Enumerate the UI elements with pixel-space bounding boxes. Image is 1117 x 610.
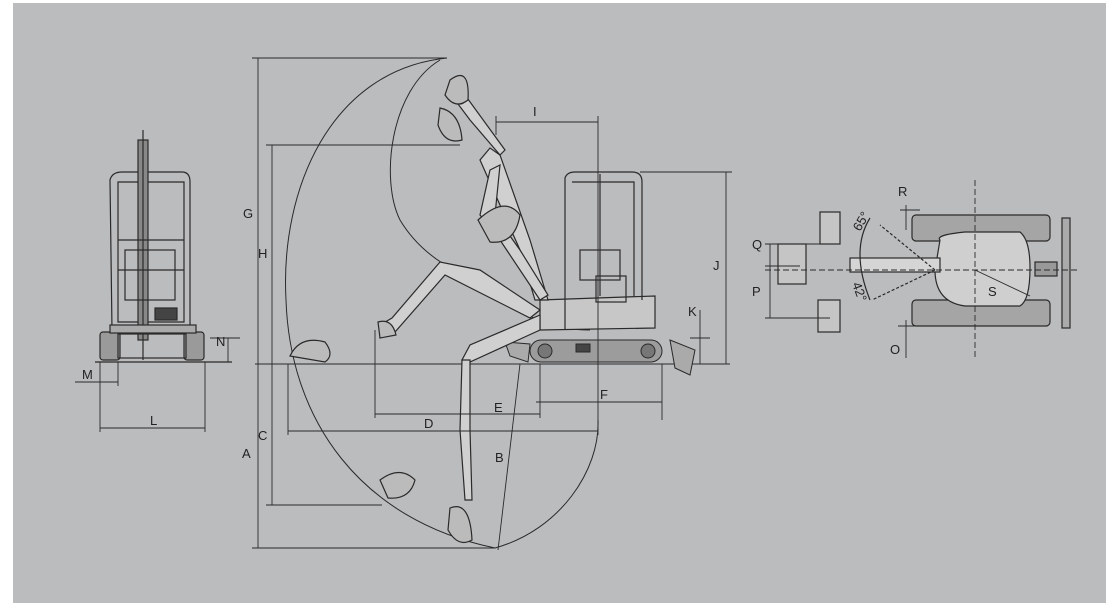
front-track-left xyxy=(99,331,121,361)
dim-label-N: N xyxy=(216,334,225,349)
front-view xyxy=(95,130,232,363)
side-dims xyxy=(252,57,732,551)
front-dims xyxy=(75,337,240,432)
front-blade-mark xyxy=(154,307,178,321)
side-blade xyxy=(504,341,531,363)
dim-label-J: J xyxy=(713,258,720,273)
dim-label-I: I xyxy=(533,104,537,119)
dim-label-L: L xyxy=(150,413,157,428)
dim-label-C: C xyxy=(258,428,267,443)
side-undercarriage xyxy=(529,339,663,363)
dim-label-F: F xyxy=(600,387,608,402)
dim-label-E: E xyxy=(494,400,503,415)
reach-envelope xyxy=(285,57,599,549)
top-dims xyxy=(765,180,1080,360)
front-blade xyxy=(109,324,197,334)
dim-label-S: S xyxy=(988,284,997,299)
rear-blade xyxy=(669,339,696,376)
side-body xyxy=(539,171,656,331)
boom-extended xyxy=(289,261,542,363)
dim-label-M: M xyxy=(82,367,93,382)
dim-label-O: O xyxy=(890,342,900,357)
angle-lower: 42° xyxy=(849,280,870,304)
front-cab-inner xyxy=(117,181,185,323)
dim-label-Q: Q xyxy=(752,237,762,252)
dim-label-P: P xyxy=(752,284,761,299)
top-view xyxy=(777,211,1071,333)
dim-label-K: K xyxy=(688,304,697,319)
dim-label-G: G xyxy=(243,206,253,221)
front-cab-outline xyxy=(109,171,191,331)
dim-label-H: H xyxy=(258,246,267,261)
boom-folded xyxy=(477,163,549,301)
dim-label-B: B xyxy=(495,450,504,465)
boom-down xyxy=(379,314,541,543)
dim-label-R: R xyxy=(898,184,907,199)
front-frame xyxy=(117,333,187,359)
dim-label-A: A xyxy=(242,446,251,461)
dim-label-D: D xyxy=(424,416,433,431)
front-track-right xyxy=(183,331,205,361)
front-engine xyxy=(124,249,176,301)
